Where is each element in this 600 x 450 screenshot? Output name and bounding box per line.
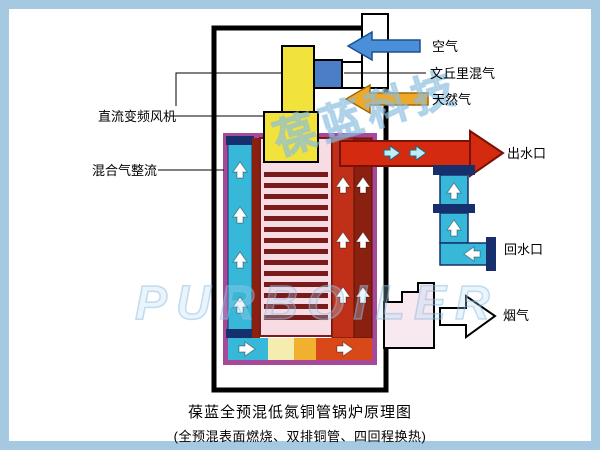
left-channel-flanges	[226, 136, 254, 338]
label-water-return: 回水口	[504, 242, 544, 257]
venturi-mixer	[313, 59, 343, 89]
outlet-pipe-body	[339, 140, 473, 167]
caption-title: 葆蓝全预混低氮铜管锅炉原理图	[187, 404, 412, 421]
label-venturi: 文丘里混气	[430, 66, 496, 81]
flue-duct	[383, 282, 435, 349]
bottom-pass-cream	[268, 338, 294, 360]
gas-flow-arrow	[344, 83, 429, 115]
label-fan: 直流变频风机	[98, 109, 177, 124]
combustion-chamber	[259, 137, 333, 337]
air-flow-arrow	[346, 30, 421, 62]
outlet-pipe-arrowhead	[469, 129, 505, 178]
fan-pointer-line	[175, 72, 282, 106]
flue-gas-arrow	[439, 294, 497, 339]
combustion-wall	[252, 138, 260, 338]
copper-tube-bundle	[264, 172, 328, 320]
pointer-lines	[158, 72, 426, 171]
caption: 葆蓝全预混低氮铜管锅炉原理图 (全预混表面燃烧、双排铜管、四回程换热)	[0, 401, 600, 445]
return-pipe	[433, 165, 496, 271]
label-gas-rectifier: 混合气整流	[92, 163, 158, 178]
bottom-pass-amber	[294, 338, 316, 360]
label-natural-gas: 天然气	[432, 92, 472, 107]
return-pipe-flanges	[433, 165, 496, 271]
label-water-outlet: 出水口	[507, 146, 547, 161]
outlet-pipe	[339, 129, 505, 178]
label-flue-gas: 烟气	[503, 308, 530, 323]
caption-subtitle: (全预混表面燃烧、双排铜管、四回程换热)	[173, 429, 427, 444]
fan	[263, 45, 319, 163]
label-air: 空气	[432, 39, 459, 54]
